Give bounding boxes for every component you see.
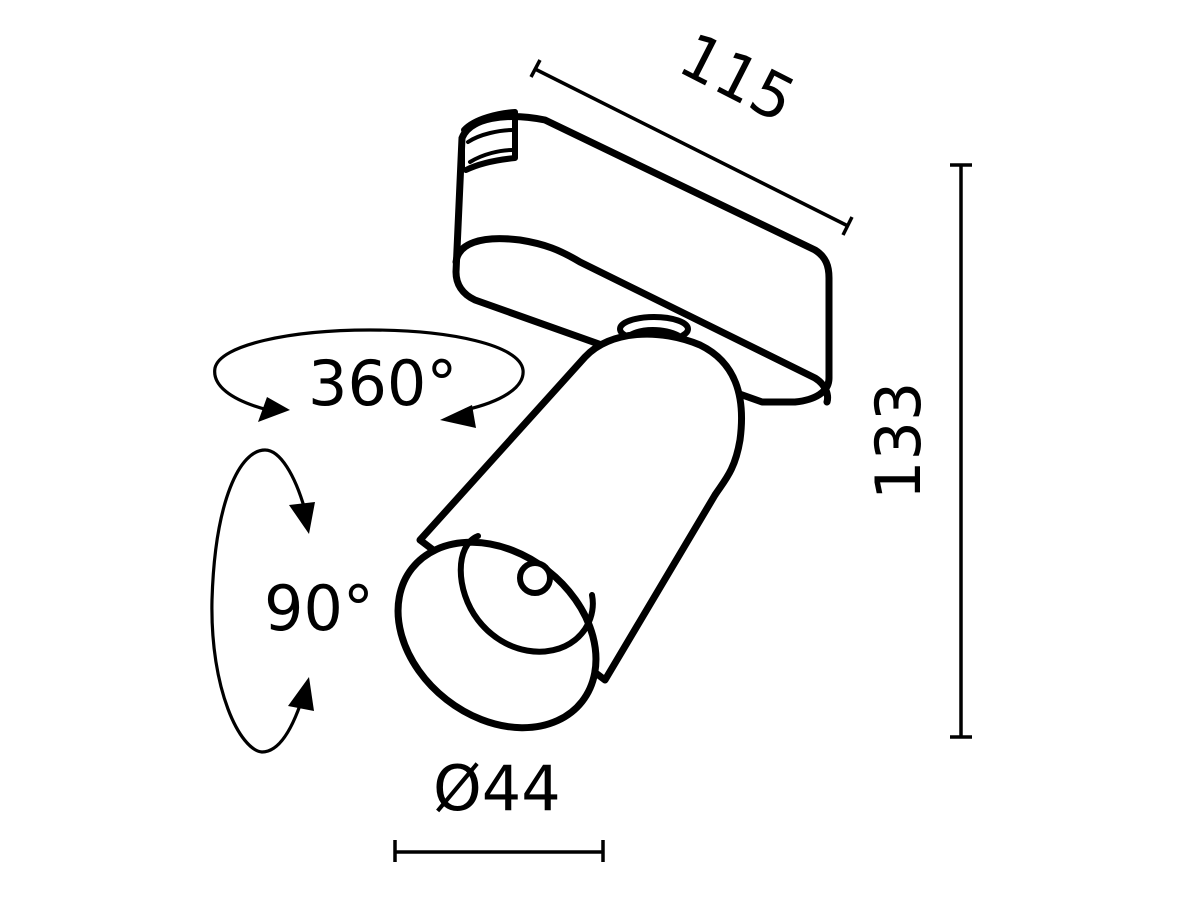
dimension-diameter: Ø44	[393, 752, 605, 862]
arrowhead-icon	[289, 502, 315, 534]
tilt-90-indicator: 90°	[210, 448, 374, 754]
dimension-length-label: 115	[668, 18, 807, 137]
lamp-head	[394, 330, 746, 732]
arrowhead-icon	[440, 405, 476, 428]
tilt-90-label: 90°	[264, 572, 374, 645]
dimension-height-label: 133	[862, 382, 935, 500]
dimension-diameter-label: Ø44	[433, 752, 561, 825]
arrowhead-icon	[258, 397, 290, 422]
track-adapter	[452, 109, 833, 406]
dimension-height: 133	[862, 163, 972, 739]
rotation-360-indicator: 360°	[213, 328, 525, 428]
arrowhead-icon	[288, 677, 314, 711]
rotation-360-label: 360°	[308, 347, 457, 420]
